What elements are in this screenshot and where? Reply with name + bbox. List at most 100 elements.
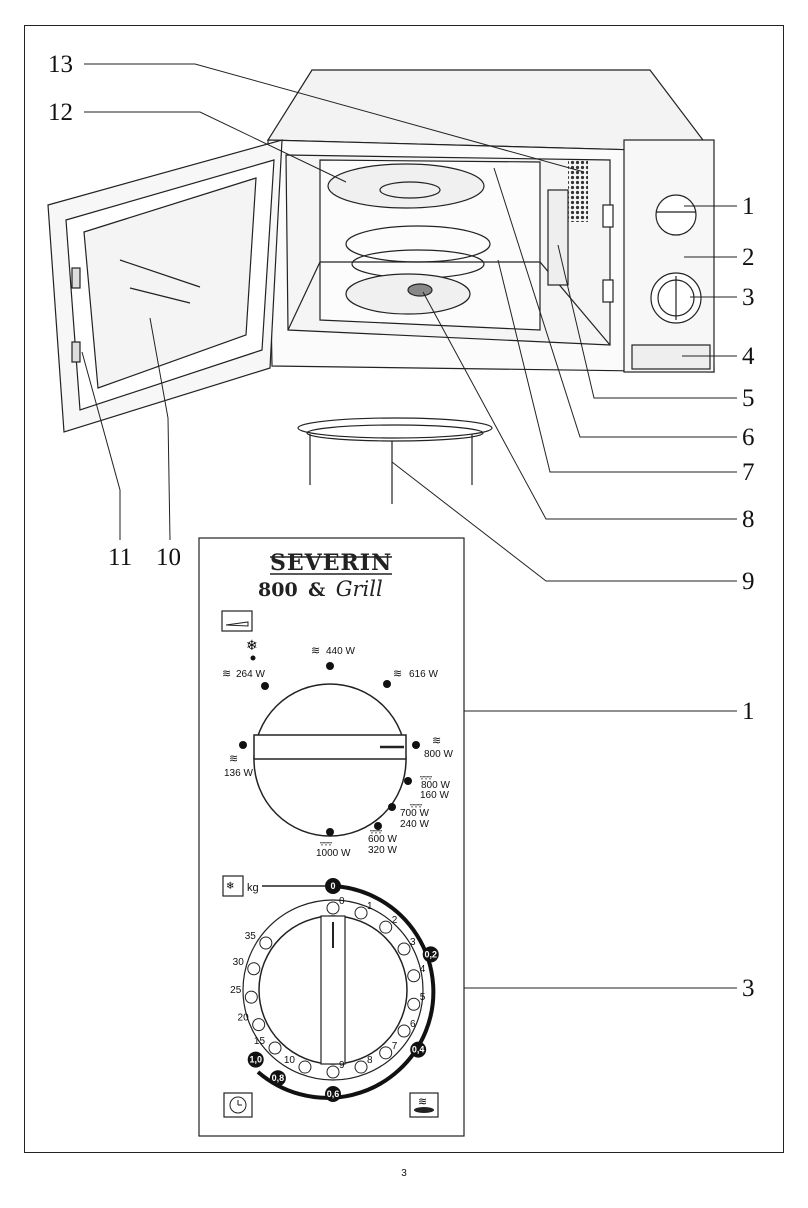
control-panel-detail: SEVERIN 800 & Grill xyxy=(198,537,465,1137)
wave-icon: ≋ xyxy=(311,644,320,657)
minute-marker xyxy=(354,906,368,920)
svg-text:≋: ≋ xyxy=(418,1095,427,1108)
callout-4: 4 xyxy=(742,343,755,370)
clock-icon xyxy=(223,1092,253,1118)
callout-3-detail: 3 xyxy=(742,975,755,1002)
minute-label: 3 xyxy=(410,937,416,948)
microwave-illustration xyxy=(47,69,715,433)
weight-marker xyxy=(422,946,439,963)
callout-10: 10 xyxy=(156,544,181,571)
defrost-icon: ❄ xyxy=(246,638,258,654)
minute-marker xyxy=(379,1046,393,1060)
minute-marker xyxy=(268,1041,282,1055)
minute-label: 1 xyxy=(367,901,373,912)
model-name: 800 & Grill xyxy=(258,577,383,601)
combi-label-700: 700 W xyxy=(400,808,429,819)
minute-marker xyxy=(407,997,421,1011)
minute-label: 35 xyxy=(245,931,257,942)
minute-marker xyxy=(407,969,421,983)
brand-logo: SEVERIN xyxy=(270,550,392,576)
minute-label: 10 xyxy=(284,1055,296,1066)
minute-label: 0 xyxy=(339,896,345,907)
minute-marker xyxy=(247,962,261,976)
callout-11: 11 xyxy=(108,544,132,571)
wave-icon: ≋ xyxy=(432,734,441,747)
minute-marker xyxy=(244,990,258,1004)
grill-icon: ▿▿▿ xyxy=(420,773,432,782)
weight-icon: ❄ kg xyxy=(222,875,259,897)
weight-scale: 0 0,2 0,4 0,6 0,8 1,0 xyxy=(247,878,439,1102)
grill-rack xyxy=(297,417,493,504)
power-label-440: 440 W xyxy=(326,646,355,657)
minute-label: 2 xyxy=(392,915,398,926)
callout-numbers: 13 12 1 2 3 4 5 6 7 8 9 11 10 1 3 xyxy=(48,51,755,1002)
minute-label: 30 xyxy=(233,957,245,968)
combi-label-320: 320 W xyxy=(368,845,397,856)
combi-label-600: 600 W xyxy=(368,834,397,845)
minute-label: 4 xyxy=(420,964,426,975)
callout-6: 6 xyxy=(742,424,755,451)
weight-label: 0,6 xyxy=(327,1089,340,1099)
weight-label: 0,8 xyxy=(272,1073,285,1083)
timer-dial[interactable] xyxy=(242,899,424,1081)
power-label-616: 616 W xyxy=(409,669,438,680)
weight-label: 0,2 xyxy=(424,949,437,959)
kg-label: kg xyxy=(247,882,259,894)
combi-label-240: 240 W xyxy=(400,819,429,830)
minute-marker xyxy=(298,1060,312,1074)
combi-label-800: 800 W xyxy=(421,780,450,791)
minute-label: 7 xyxy=(392,1041,398,1052)
minute-marker xyxy=(252,1018,266,1032)
weight-label: 1,0 xyxy=(249,1055,262,1065)
wave-icon: ≋ xyxy=(222,667,231,680)
callout-5: 5 xyxy=(742,385,755,412)
page-number: 3 xyxy=(401,1168,407,1179)
minute-marker xyxy=(326,1065,340,1079)
callout-3: 3 xyxy=(742,284,755,311)
drop-icon xyxy=(250,655,256,661)
svg-text:❄: ❄ xyxy=(226,881,234,892)
power-label-264: 264 W xyxy=(236,669,265,680)
minute-label: 6 xyxy=(410,1019,416,1030)
callout-2: 2 xyxy=(742,244,755,271)
minute-marker xyxy=(397,942,411,956)
callout-1-detail: 1 xyxy=(742,698,755,725)
grill-icon: ▿▿▿ xyxy=(320,839,332,848)
grill-label-1000: 1000 W xyxy=(316,848,351,859)
minute-marker xyxy=(379,920,393,934)
minute-marker xyxy=(354,1060,368,1074)
callout-8: 8 xyxy=(742,506,755,533)
power-label-136: 136 W xyxy=(224,768,253,779)
wave-icon: ≋ xyxy=(393,667,402,680)
minute-marker xyxy=(259,936,273,950)
minute-label: 8 xyxy=(367,1055,373,1066)
page-frame xyxy=(24,25,784,1153)
auto-cook-icon: ≋ xyxy=(409,1092,439,1118)
microwave-mode-icon xyxy=(221,610,253,632)
callout-7: 7 xyxy=(742,459,755,486)
callout-13: 13 xyxy=(48,51,73,78)
weight-marker xyxy=(325,878,341,894)
weight-marker xyxy=(247,1051,264,1068)
power-label-800: 800 W xyxy=(424,749,453,760)
callout-1: 1 xyxy=(742,193,755,220)
weight-marker xyxy=(410,1041,427,1058)
wave-icon: ≋ xyxy=(229,752,238,765)
callout-9: 9 xyxy=(742,568,755,595)
weight-marker xyxy=(269,1070,286,1087)
grill-icon: ▿▿▿ xyxy=(370,827,382,836)
minute-label: 5 xyxy=(420,992,426,1003)
weight-label: 0 xyxy=(330,881,335,891)
minute-label: 15 xyxy=(254,1036,266,1047)
weight-label: 0,4 xyxy=(412,1045,425,1055)
power-dial[interactable] xyxy=(253,683,407,837)
weight-marker xyxy=(325,1086,341,1102)
minute-label: 9 xyxy=(339,1060,345,1071)
weight-scale-arc xyxy=(256,884,436,1100)
grill-icon: ▿▿▿ xyxy=(410,801,422,810)
callout-12: 12 xyxy=(48,99,73,126)
minute-marker xyxy=(397,1024,411,1038)
minute-label: 25 xyxy=(230,985,242,996)
